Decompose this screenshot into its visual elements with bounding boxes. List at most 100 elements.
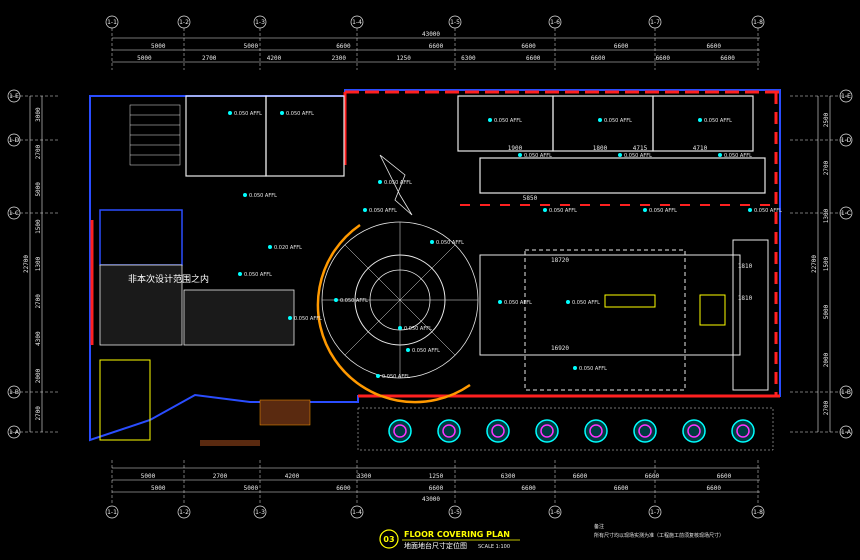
title-block: 03 FLOOR COVERING PLAN 地面地台尺寸定位图 SCALE 1… xyxy=(379,529,520,550)
level-tag-marker xyxy=(488,118,492,122)
level-tag-text: 0.050 AFFL xyxy=(436,240,464,246)
dim-bottom-row2: 5000 xyxy=(244,485,259,492)
axis-label-top: 1-7 xyxy=(650,19,660,26)
axis-label-right: 1-D xyxy=(841,137,852,144)
axis-bubble-left xyxy=(7,133,21,147)
dim-right: 5000 xyxy=(823,304,830,319)
axis-grid-lines xyxy=(10,28,850,505)
level-tag-text: 0.050 AFFL xyxy=(404,326,432,332)
level-tag-marker xyxy=(288,316,292,320)
level-tag-marker xyxy=(643,208,647,212)
level-tag-text: 0.050 AFFL xyxy=(624,153,652,159)
dim-top-row2: 6600 xyxy=(526,55,541,62)
level-tag: 0.050 AFFL xyxy=(498,300,532,306)
level-tag-text: 0.050 AFFL xyxy=(604,118,632,124)
level-tag-marker xyxy=(398,326,402,330)
dim-right: 2700 xyxy=(823,160,830,175)
level-tag: 0.050 AFFL xyxy=(378,180,412,186)
axis-bubble-bottom xyxy=(177,505,191,519)
level-tag-text: 0.050 AFFL xyxy=(649,208,677,214)
axis-label-top: 1-1 xyxy=(107,19,117,26)
dim-left: 1500 xyxy=(35,219,42,234)
level-tag: 0.050 AFFL xyxy=(543,208,577,214)
level-tag: 0.050 AFFL xyxy=(376,374,410,380)
level-tag-text: 0.050 AFFL xyxy=(572,300,600,306)
dim-top-row2: 2700 xyxy=(202,55,217,62)
axis-label-bottom: 1-5 xyxy=(450,509,460,516)
level-tag-marker xyxy=(430,240,434,244)
axis-bubble-top xyxy=(105,15,119,29)
level-tag-text: 0.050 AFFL xyxy=(244,272,272,278)
level-tag-text: 0.050 AFFL xyxy=(494,118,522,124)
level-tag-text: 0.050 AFFL xyxy=(382,374,410,380)
dim-left: 5000 xyxy=(35,182,42,197)
level-tags: 0.050 AFFL 0.050 AFFL 0.050 AFFL 0.050 AFFL… xyxy=(228,111,782,380)
level-tag: 0.050 AFFL xyxy=(363,208,397,214)
level-tag-text: 0.050 AFFL xyxy=(234,111,262,117)
axis-bubble-right xyxy=(839,133,853,147)
dim-left: 2000 xyxy=(35,368,42,383)
dim-top-row2: 6300 xyxy=(461,55,476,62)
axis-bubble-bottom xyxy=(448,505,462,519)
axis-bubble-top xyxy=(448,15,462,29)
axis-label-left: 1-A xyxy=(9,429,20,436)
level-tag: 0.050 AFFL xyxy=(288,316,322,322)
dim-bottom-row1: 2700 xyxy=(213,473,228,480)
level-tag-marker xyxy=(363,208,367,212)
notes-text: 所有尺寸均以现场实测为准（工程施工前须复核现场尺寸） xyxy=(594,532,724,539)
level-tag-text: 0.050 AFFL xyxy=(724,153,752,159)
title-cn: 地面地台尺寸定位图 xyxy=(404,541,467,550)
level-tag: 0.050 AFFL xyxy=(430,240,464,246)
level-tag: 0.050 AFFL xyxy=(334,298,368,304)
dim-left: 2700 xyxy=(35,406,42,421)
dim-bottom-row1: 6600 xyxy=(573,473,588,480)
level-tag-text: 0.050 AFFL xyxy=(369,208,397,214)
dim-left: 2700 xyxy=(35,294,42,309)
interior-dimension: 1900 xyxy=(508,145,523,152)
axis-label-bottom: 1-2 xyxy=(179,509,189,516)
level-tag-marker xyxy=(518,153,522,157)
column-inner xyxy=(442,424,456,438)
dim-bottom-row2: 6600 xyxy=(429,485,444,492)
axis-label-bottom: 1-8 xyxy=(753,509,763,516)
total-height-right: 22700 xyxy=(811,255,818,273)
level-tag-text: 0.050 AFFL xyxy=(384,180,412,186)
dim-bottom-row2: 5000 xyxy=(151,485,166,492)
axis-label-bottom: 1-7 xyxy=(650,509,660,516)
exhibition-area xyxy=(479,239,769,391)
axis-bubble-left xyxy=(7,425,21,439)
axis-bubble-top xyxy=(648,15,662,29)
dim-top-row2: 6600 xyxy=(656,55,671,62)
level-tag: 0.050 AFFL xyxy=(748,208,782,214)
level-tag-marker xyxy=(598,118,602,122)
top-rooms xyxy=(185,95,766,194)
dim-bottom-row1: 3300 xyxy=(357,473,372,480)
axis-label-left: 1-E xyxy=(9,93,19,100)
total-height-left: 22700 xyxy=(23,255,30,273)
column-inner xyxy=(491,424,505,438)
total-width-top: 43000 xyxy=(422,31,440,38)
interior-dimension: 1810 xyxy=(738,295,753,302)
level-tag: 0.050 AFFL xyxy=(698,118,732,124)
facade-zone xyxy=(357,407,774,451)
level-tag: 0.050 AFFL xyxy=(406,348,440,354)
circular-lobby xyxy=(316,154,479,404)
notes-label: 备注 xyxy=(594,523,604,530)
title-number: 03 xyxy=(383,535,394,544)
axis-label-right: 1-E xyxy=(841,93,851,100)
side-dimension-lines xyxy=(29,96,831,432)
axis-bubble-right xyxy=(839,206,853,220)
dim-right: 1500 xyxy=(823,256,830,271)
axis-label-left: 1-C xyxy=(9,210,19,217)
axis-bubble-right xyxy=(839,385,853,399)
dim-right: 2500 xyxy=(823,112,830,127)
column-inner xyxy=(736,424,750,438)
axis-bubble-top xyxy=(548,15,562,29)
left-wing xyxy=(99,104,311,446)
bottom-dimension-lines xyxy=(112,467,760,493)
level-tag: 0.050 AFFL xyxy=(573,366,607,372)
axis-bubble-bottom xyxy=(350,505,364,519)
level-tag-marker xyxy=(376,374,380,378)
